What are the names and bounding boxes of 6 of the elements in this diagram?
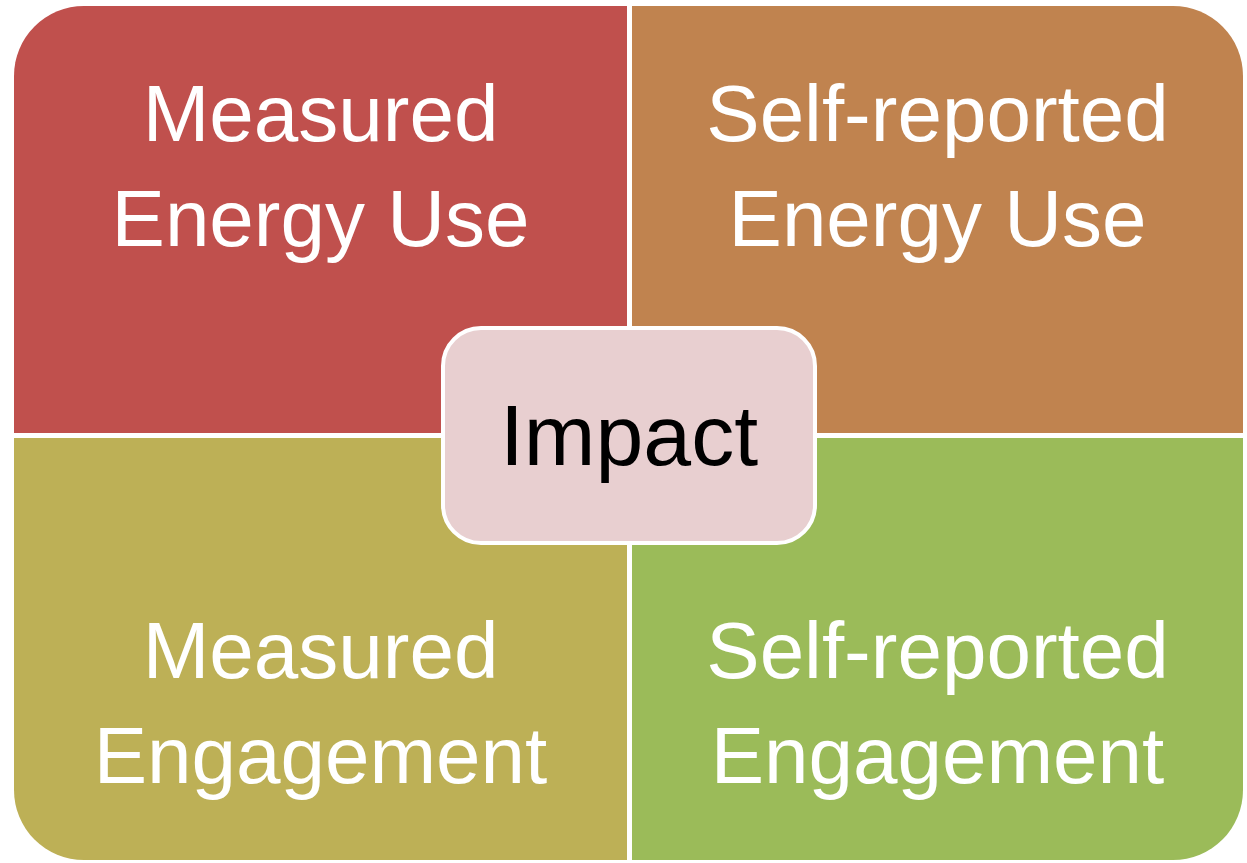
center-box [441, 326, 817, 545]
quadrant-label: Measured Energy Use [110, 68, 531, 265]
quadrant-label: Self-reported Energy Use [705, 68, 1170, 265]
quadrant-label: Self-reported Engagement [705, 605, 1170, 802]
quadrant-label: Measured Engagement [92, 605, 549, 802]
center-label: Impact [499, 386, 759, 485]
